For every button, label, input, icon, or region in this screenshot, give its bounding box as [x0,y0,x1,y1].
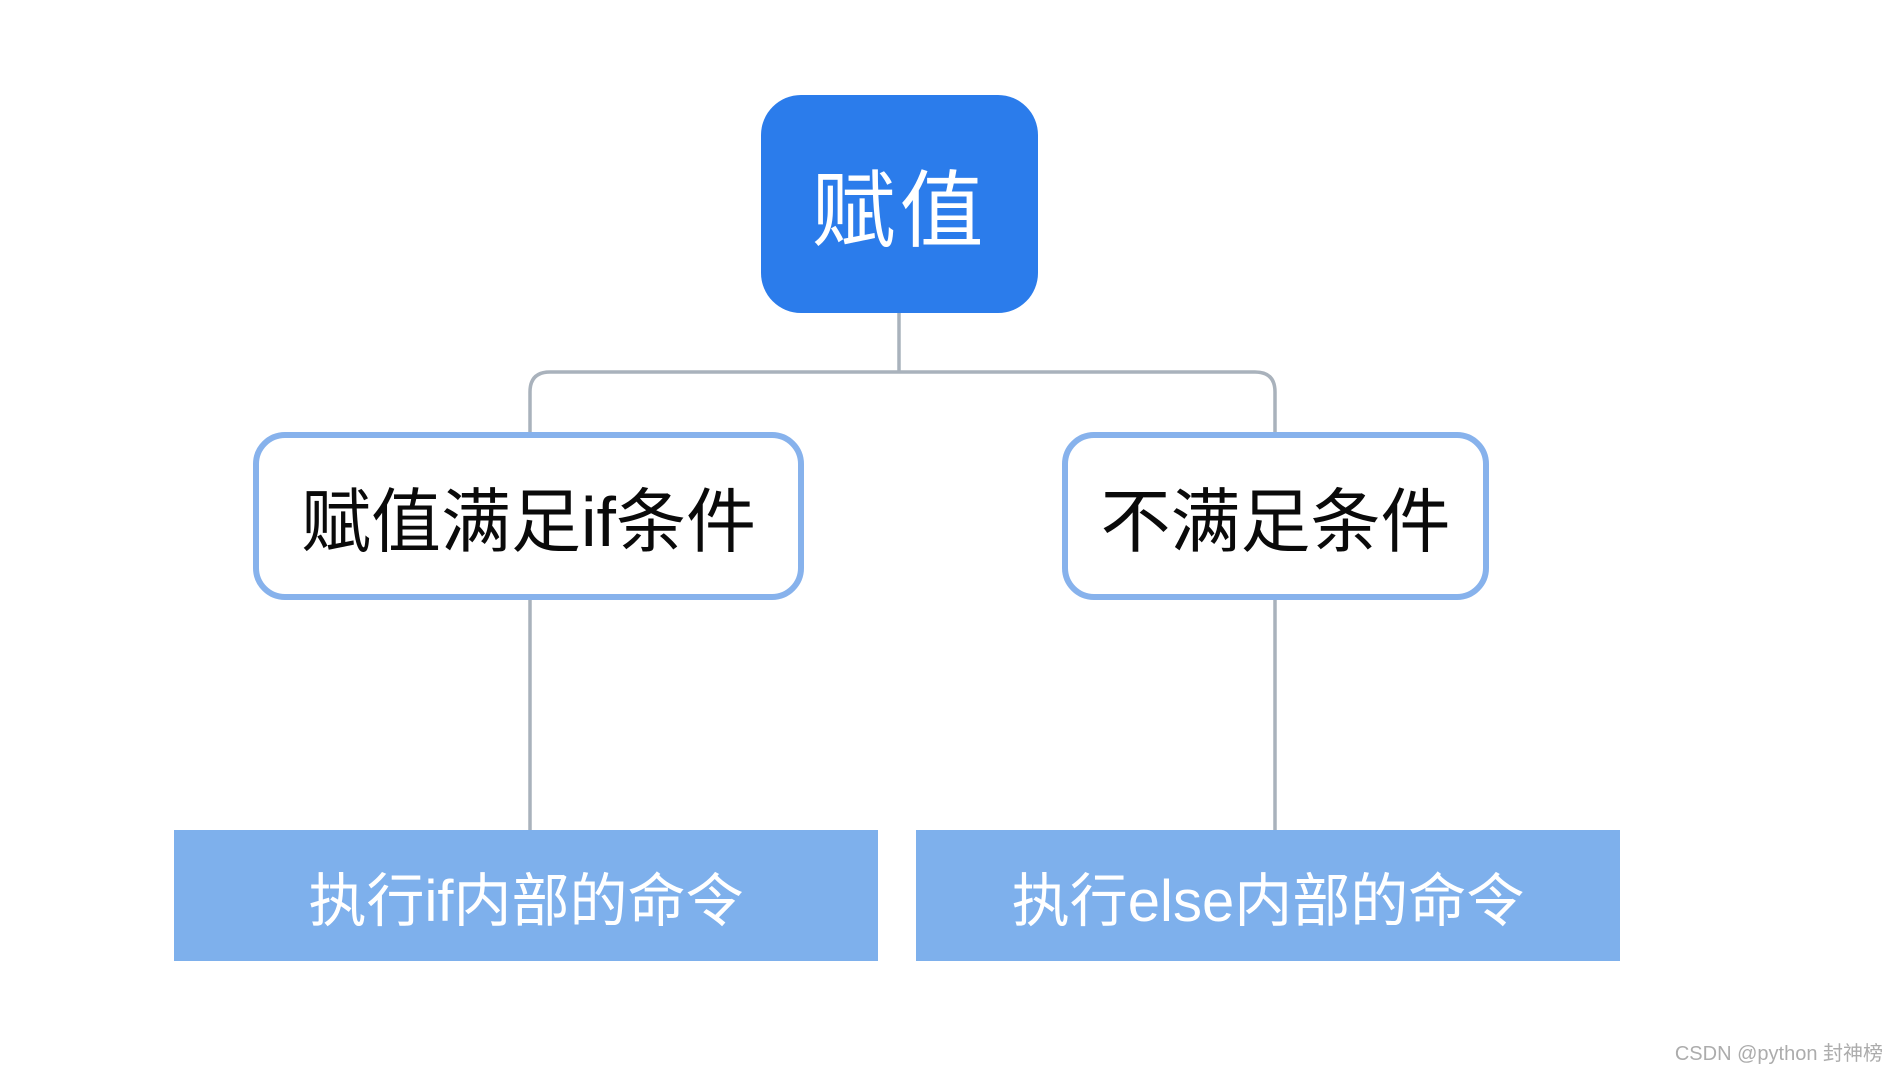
node-branch-else-condition[interactable]: 不满足条件 [1062,432,1489,600]
connector-root-to-if-branch [528,370,899,432]
connector-root-to-else-branch [899,370,1277,432]
csdn-watermark: CSDN @python 封神榜 [1674,1043,1883,1065]
node-action-else-body[interactable]: 执行else内部的命令 [916,830,1620,961]
node-action-if-body[interactable]: 执行if内部的命令 [174,830,878,961]
node-branch-if-condition[interactable]: 赋值满足if条件 [253,432,804,600]
node-root-assignment[interactable]: 赋值 [761,95,1038,313]
